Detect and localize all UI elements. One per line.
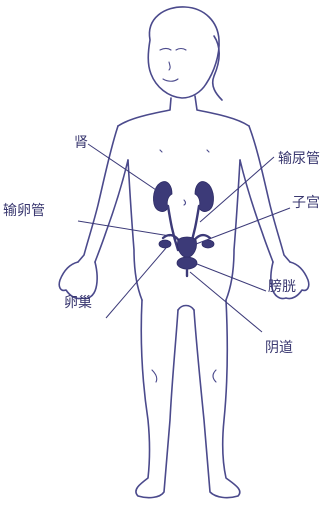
left-hand-outline: [59, 262, 97, 299]
left-leg-outline: [136, 300, 178, 498]
label-uterus: 子宫: [292, 195, 320, 211]
label-vagina: 阴道: [265, 340, 293, 356]
head-outline: [148, 7, 219, 98]
right-arm-outline: [240, 126, 290, 262]
label-kidney: 肾: [74, 135, 88, 151]
right-leg-outline: [194, 300, 240, 498]
leader-kidney: [88, 144, 162, 194]
uterus: [177, 237, 196, 258]
knee-marks: [152, 370, 216, 382]
label-bladder: 膀胱: [268, 278, 296, 295]
crotch-outline: [178, 306, 194, 311]
face-details: [160, 49, 186, 82]
organs: [153, 182, 214, 276]
neck-shoulders-outline: [118, 96, 249, 126]
label-ovary: 卵巢: [64, 295, 92, 311]
leader-ovary: [106, 248, 166, 318]
label-ureter: 输尿管: [278, 151, 320, 167]
leader-vagina: [190, 272, 262, 332]
left-ovary: [159, 240, 171, 248]
label-oviduct: 输卵管: [3, 203, 45, 219]
torso-outline: [128, 160, 240, 300]
